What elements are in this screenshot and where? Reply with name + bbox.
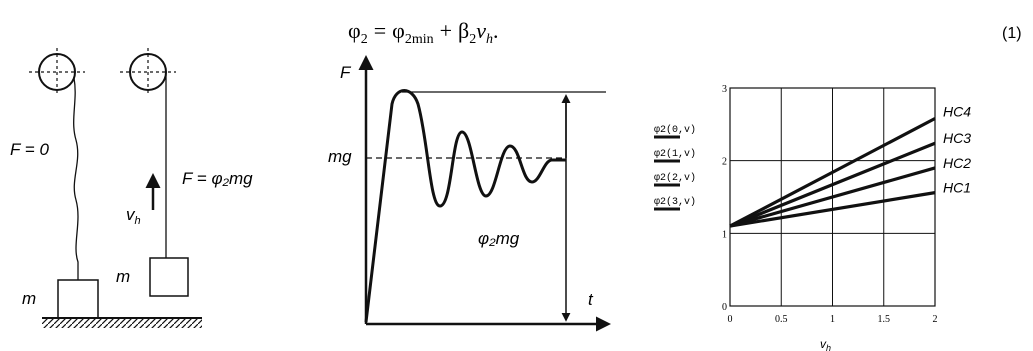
equation-number: (1): [1002, 25, 1022, 42]
equation: φ2=φ2min+β2vh. (1): [348, 18, 1022, 47]
equation-term1-sub: 2min: [405, 32, 434, 47]
series-label-hc3: HC3: [943, 130, 971, 146]
chart-y-legend: φ2(0,v) φ2(1,v) φ2(2,v) φ2(3,v): [654, 124, 696, 211]
chart-x-axis-label: vh: [820, 337, 831, 351]
equation-term1: φ: [392, 18, 405, 43]
equation-plus: +: [440, 18, 452, 43]
taut-force-label: F = φ₂mg: [182, 169, 253, 188]
y-tick-label: 0: [722, 302, 727, 313]
equation-period: .: [493, 18, 499, 43]
series-label-hc2: HC2: [943, 155, 971, 171]
x-tick-label: 0.5: [775, 314, 788, 325]
series-line-hc3: [729, 141, 936, 228]
series-label-hc4: HC4: [943, 104, 971, 120]
y-legend-label: φ2(0,v): [654, 124, 696, 136]
peak-label: φ₂mg: [478, 229, 520, 248]
y-tick-label: 2: [722, 157, 727, 168]
slack-rope-diagram: F = 0 m: [10, 48, 202, 328]
equation-beta: β: [458, 18, 469, 43]
y-legend-label: φ2(1,v): [654, 148, 696, 160]
slack-rope: [73, 77, 79, 280]
force-time-graph: F t mg φ₂mg: [328, 55, 611, 332]
x-tick-label: 1.5: [878, 314, 891, 325]
equation-beta-sub: 2: [469, 32, 476, 47]
f-axis-label: F: [340, 63, 352, 82]
y-legend-label: φ2(3,v): [654, 196, 696, 208]
slack-force-label: F = 0: [10, 140, 49, 159]
mass-block-ground: [57, 279, 99, 319]
taut-rope-diagram: F = φ₂mg vh m: [116, 48, 253, 297]
equation-v-sub: h: [486, 32, 493, 47]
equation-v: v: [476, 18, 486, 43]
mass-block-lifted: [149, 257, 189, 297]
ground-hatch: [42, 318, 202, 328]
equation-lhs: φ: [348, 18, 361, 43]
t-axis-label: t: [588, 290, 594, 309]
mass-label-left: m: [22, 289, 36, 308]
x-tick-label: 2: [933, 314, 938, 325]
x-tick-label: 1: [830, 314, 835, 325]
x-tick-label: 0: [728, 314, 733, 325]
mg-label: mg: [328, 147, 352, 166]
series-label-hc1: HC1: [943, 180, 971, 196]
equation-lhs-sub: 2: [361, 32, 368, 47]
svg-text:φ2=φ2min+β2vh.: φ2=φ2min+β2vh.: [348, 18, 499, 47]
force-response-curve: [364, 89, 566, 323]
y-legend-label: φ2(2,v): [654, 172, 696, 184]
series-line-hc2: [729, 166, 936, 228]
equation-equals: =: [374, 18, 386, 43]
y-tick-label: 3: [722, 84, 727, 95]
chart-tick-labels: 0 0.5 1 1.5 2 0 1 2 3: [722, 84, 938, 325]
y-tick-label: 1: [722, 229, 727, 240]
mass-label-right: m: [116, 267, 130, 286]
velocity-label: vh: [126, 205, 141, 227]
series-line-hc4: [729, 117, 936, 228]
series-line-hc1: [729, 191, 936, 228]
